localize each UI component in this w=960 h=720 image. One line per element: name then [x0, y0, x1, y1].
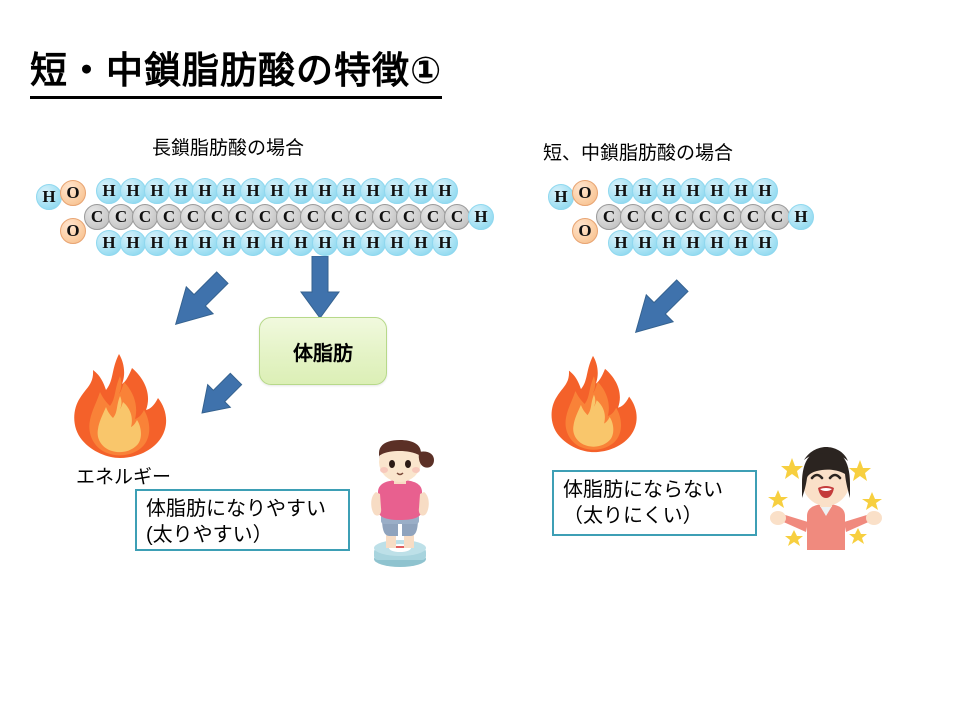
- atom-hydrogen: H: [728, 178, 754, 204]
- atom-hydrogen: H: [240, 230, 266, 256]
- atom-hydrogen: H: [632, 178, 658, 204]
- atom-carbon: C: [204, 204, 230, 230]
- atom-oxygen-hydroxyl: O: [60, 180, 86, 206]
- atom-hydrogen: H: [608, 178, 634, 204]
- atom-hydrogen: H: [144, 230, 170, 256]
- atom-hydrogen: H: [656, 230, 682, 256]
- atom-carbon: C: [252, 204, 278, 230]
- atom-oxygen-carbonyl: O: [572, 218, 598, 244]
- atom-hydrogen: H: [264, 230, 290, 256]
- atom-hydrogen: H: [240, 178, 266, 204]
- left-section-caption: 長鎖脂肪酸の場合: [152, 138, 305, 159]
- atom-carbon: C: [764, 204, 790, 230]
- atom-hydrogen: H: [120, 178, 146, 204]
- arrow-down-center-icon: [298, 255, 342, 325]
- atom-hydrogen: H: [432, 178, 458, 204]
- atom-carbon: C: [396, 204, 422, 230]
- arrow-left-diagonal-icon: [160, 262, 238, 345]
- sparkle-star-icon: [768, 458, 882, 546]
- atom-hydrogen: H: [96, 230, 122, 256]
- left-callout-box: 体脂肪になりやすい (太りやすい）: [135, 489, 350, 551]
- atom-hydrogen: H: [336, 230, 362, 256]
- atom-carbon: C: [372, 204, 398, 230]
- atom-hydrogen: H: [384, 230, 410, 256]
- atom-hydrogen: H: [704, 178, 730, 204]
- flame-icon: [62, 352, 176, 465]
- atom-hydrogen: H: [336, 178, 362, 204]
- atom-hydrogen: H: [680, 178, 706, 204]
- atom-hydrogen: H: [144, 178, 170, 204]
- atom-carbon: C: [692, 204, 718, 230]
- atom-carbon: C: [180, 204, 206, 230]
- atom-hydrogen: H: [608, 230, 634, 256]
- atom-carbon: C: [444, 204, 470, 230]
- atom-carbon: C: [716, 204, 742, 230]
- atom-hydrogen: H: [96, 178, 122, 204]
- atom-carbon: C: [420, 204, 446, 230]
- right-section-caption: 短、中鎖脂肪酸の場合: [543, 143, 734, 164]
- atom-hydrogen-terminal: H: [788, 204, 814, 230]
- atom-carbon: C: [228, 204, 254, 230]
- atom-carbon: C: [276, 204, 302, 230]
- atom-hydrogen: H: [752, 230, 778, 256]
- atom-carbon: C: [620, 204, 646, 230]
- atom-hydrogen: H: [408, 230, 434, 256]
- atom-hydrogen: H: [312, 230, 338, 256]
- happy-girl-illustration: [764, 444, 888, 561]
- atom-hydrogen: H: [192, 178, 218, 204]
- atom-oxygen-hydroxyl: O: [572, 180, 598, 206]
- right-callout-box: 体脂肪にならない （太りにくい）: [552, 470, 757, 536]
- atom-carbon: C: [740, 204, 766, 230]
- atom-hydrogen: H: [264, 178, 290, 204]
- atom-hydrogen: H: [312, 178, 338, 204]
- atom-hydrogen: H: [168, 178, 194, 204]
- page-title: 短・中鎖脂肪酸の特徴①: [30, 51, 443, 99]
- atom-hydrogen: H: [120, 230, 146, 256]
- atom-hydrogen-head: H: [36, 184, 62, 210]
- atom-carbon: C: [300, 204, 326, 230]
- body-fat-box: 体脂肪: [259, 317, 387, 385]
- arrow-right-diagonal-icon: [620, 270, 698, 353]
- atom-hydrogen: H: [192, 230, 218, 256]
- atom-carbon: C: [108, 204, 134, 230]
- energy-label: エネルギー: [76, 467, 172, 488]
- atom-hydrogen-terminal: H: [468, 204, 494, 230]
- overweight-girl-illustration: [362, 440, 438, 573]
- atom-hydrogen: H: [680, 230, 706, 256]
- atom-oxygen-carbonyl: O: [60, 218, 86, 244]
- atom-hydrogen: H: [432, 230, 458, 256]
- atom-hydrogen: H: [752, 178, 778, 204]
- arrow-fat-to-flame-icon: [186, 370, 252, 427]
- atom-hydrogen-head: H: [548, 184, 574, 210]
- atom-hydrogen: H: [728, 230, 754, 256]
- atom-hydrogen: H: [168, 230, 194, 256]
- atom-hydrogen: H: [288, 230, 314, 256]
- atom-hydrogen: H: [704, 230, 730, 256]
- atom-hydrogen: H: [360, 178, 386, 204]
- atom-carbon: C: [644, 204, 670, 230]
- atom-hydrogen: H: [360, 230, 386, 256]
- atom-carbon: C: [668, 204, 694, 230]
- atom-hydrogen: H: [656, 178, 682, 204]
- atom-carbon: C: [348, 204, 374, 230]
- atom-carbon: C: [84, 204, 110, 230]
- atom-hydrogen: H: [384, 178, 410, 204]
- atom-carbon: C: [324, 204, 350, 230]
- atom-carbon: C: [596, 204, 622, 230]
- atom-hydrogen: H: [632, 230, 658, 256]
- atom-hydrogen: H: [216, 178, 242, 204]
- atom-carbon: C: [132, 204, 158, 230]
- atom-hydrogen: H: [408, 178, 434, 204]
- atom-hydrogen: H: [216, 230, 242, 256]
- atom-carbon: C: [156, 204, 182, 230]
- flame-icon: [540, 354, 646, 459]
- atom-hydrogen: H: [288, 178, 314, 204]
